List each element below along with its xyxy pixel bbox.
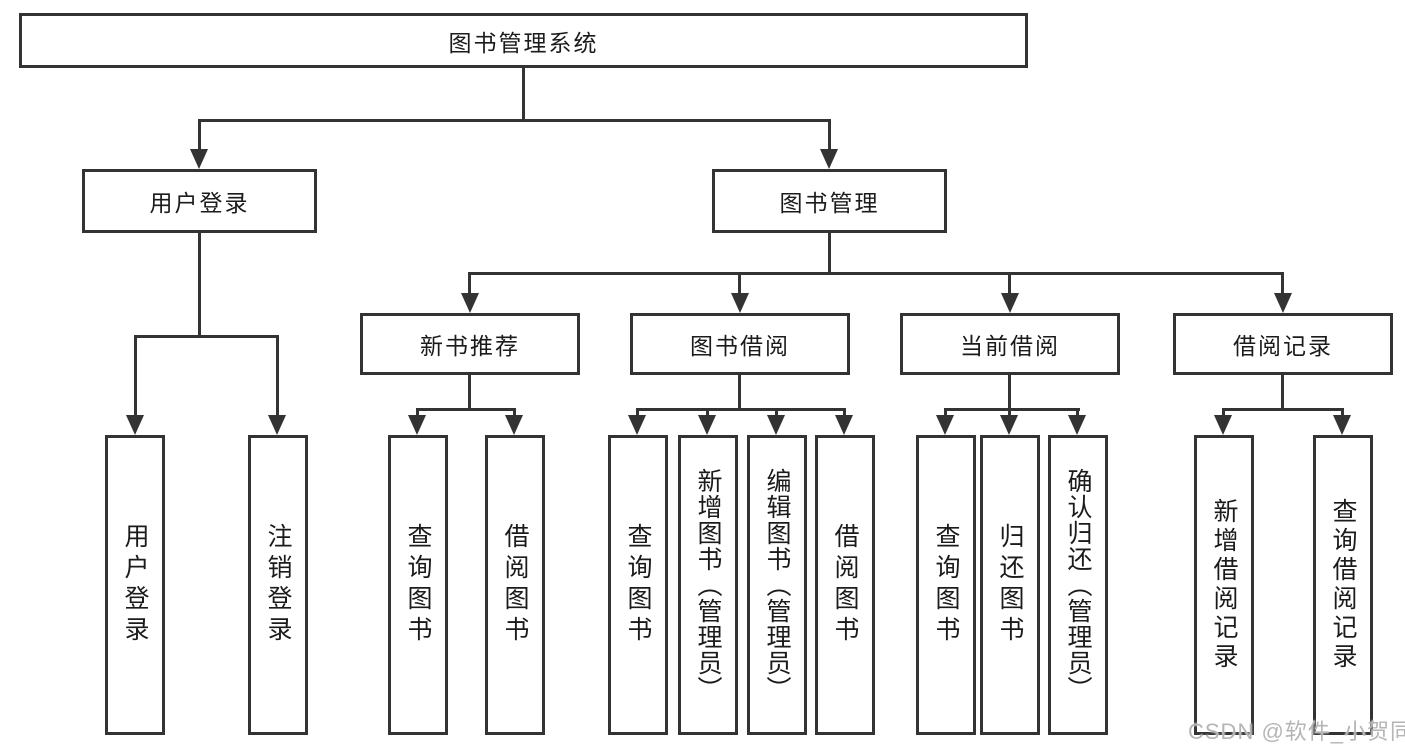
arrowhead-icon (190, 149, 208, 169)
connector-line (843, 408, 846, 417)
connector-line (1222, 408, 1225, 417)
connector-line (944, 408, 1080, 411)
node-new-book-recommend: 新书推荐 (360, 313, 580, 375)
connector-line (1281, 272, 1284, 295)
arrowhead-icon (835, 415, 853, 435)
connector-line (1281, 375, 1284, 408)
arrowhead-icon (767, 415, 785, 435)
arrowhead-icon (1333, 415, 1351, 435)
connector-line (738, 272, 741, 295)
node-library-system: 图书管理系统 (19, 13, 1028, 68)
arrowhead-icon (1000, 415, 1018, 435)
connector-line (944, 408, 947, 417)
connector-line (828, 119, 831, 151)
node-user-login: 用户登录 (82, 169, 317, 233)
connector-line (1008, 375, 1011, 408)
connector-line (828, 233, 831, 272)
connector-line (416, 408, 516, 411)
connector-line (468, 272, 1284, 275)
connector-line (198, 233, 201, 335)
connector-line (513, 408, 516, 417)
connector-line (1341, 408, 1344, 417)
connector-line (468, 375, 471, 408)
leaf-query-books-recommend: 查询图书 (388, 435, 448, 735)
connector-line (276, 335, 279, 417)
leaf-borrow-books-recommend: 借阅图书 (485, 435, 545, 735)
connector-line (416, 408, 419, 417)
arrowhead-icon (1068, 415, 1086, 435)
connector-line (198, 119, 201, 151)
arrowhead-icon (1214, 415, 1232, 435)
arrowhead-icon (461, 293, 479, 313)
arrowhead-icon (1274, 293, 1292, 313)
leaf-edit-books-admin: 编辑图书（管理员） (747, 435, 807, 735)
node-current-borrowing: 当前借阅 (900, 313, 1120, 375)
arrowhead-icon (1001, 293, 1019, 313)
connector-line (636, 408, 846, 411)
node-book-borrowing: 图书借阅 (630, 313, 850, 375)
connector-line (468, 272, 471, 295)
connector-line (1008, 272, 1011, 295)
connector-line (1076, 408, 1079, 417)
arrowhead-icon (628, 415, 646, 435)
leaf-confirm-return-admin: 确认归还（管理员） (1048, 435, 1108, 735)
leaf-return-books: 归还图书 (980, 435, 1040, 735)
arrowhead-icon (126, 415, 144, 435)
leaf-query-borrow-record: 查询借阅记录 (1313, 435, 1373, 735)
leaf-query-books-borrowing: 查询图书 (608, 435, 668, 735)
connector-line (522, 68, 525, 119)
arrowhead-icon (936, 415, 954, 435)
connector-line (775, 408, 778, 417)
arrowhead-icon (820, 149, 838, 169)
connector-line (738, 375, 741, 408)
leaf-add-borrow-record: 新增借阅记录 (1194, 435, 1254, 735)
leaf-logout: 注销登录 (248, 435, 308, 735)
arrowhead-icon (731, 293, 749, 313)
arrowhead-icon (698, 415, 716, 435)
leaf-borrow-books-borrowing: 借阅图书 (815, 435, 875, 735)
leaf-query-books-current: 查询图书 (916, 435, 976, 735)
csdn-watermark: CSDN @软件_小贺同学 (1188, 719, 1405, 744)
node-borrow-records: 借阅记录 (1173, 313, 1393, 375)
arrowhead-icon (408, 415, 426, 435)
node-book-management: 图书管理 (712, 169, 947, 233)
connector-line (198, 119, 831, 122)
leaf-user-login: 用户登录 (105, 435, 165, 735)
arrowhead-icon (505, 415, 523, 435)
connector-line (134, 335, 137, 417)
connector-line (134, 335, 279, 338)
arrowhead-icon (268, 415, 286, 435)
connector-line (636, 408, 639, 417)
connector-line (706, 408, 709, 417)
leaf-add-books-admin: 新增图书（管理员） (678, 435, 738, 735)
connector-line (1222, 408, 1344, 411)
connector-line (1008, 408, 1011, 417)
